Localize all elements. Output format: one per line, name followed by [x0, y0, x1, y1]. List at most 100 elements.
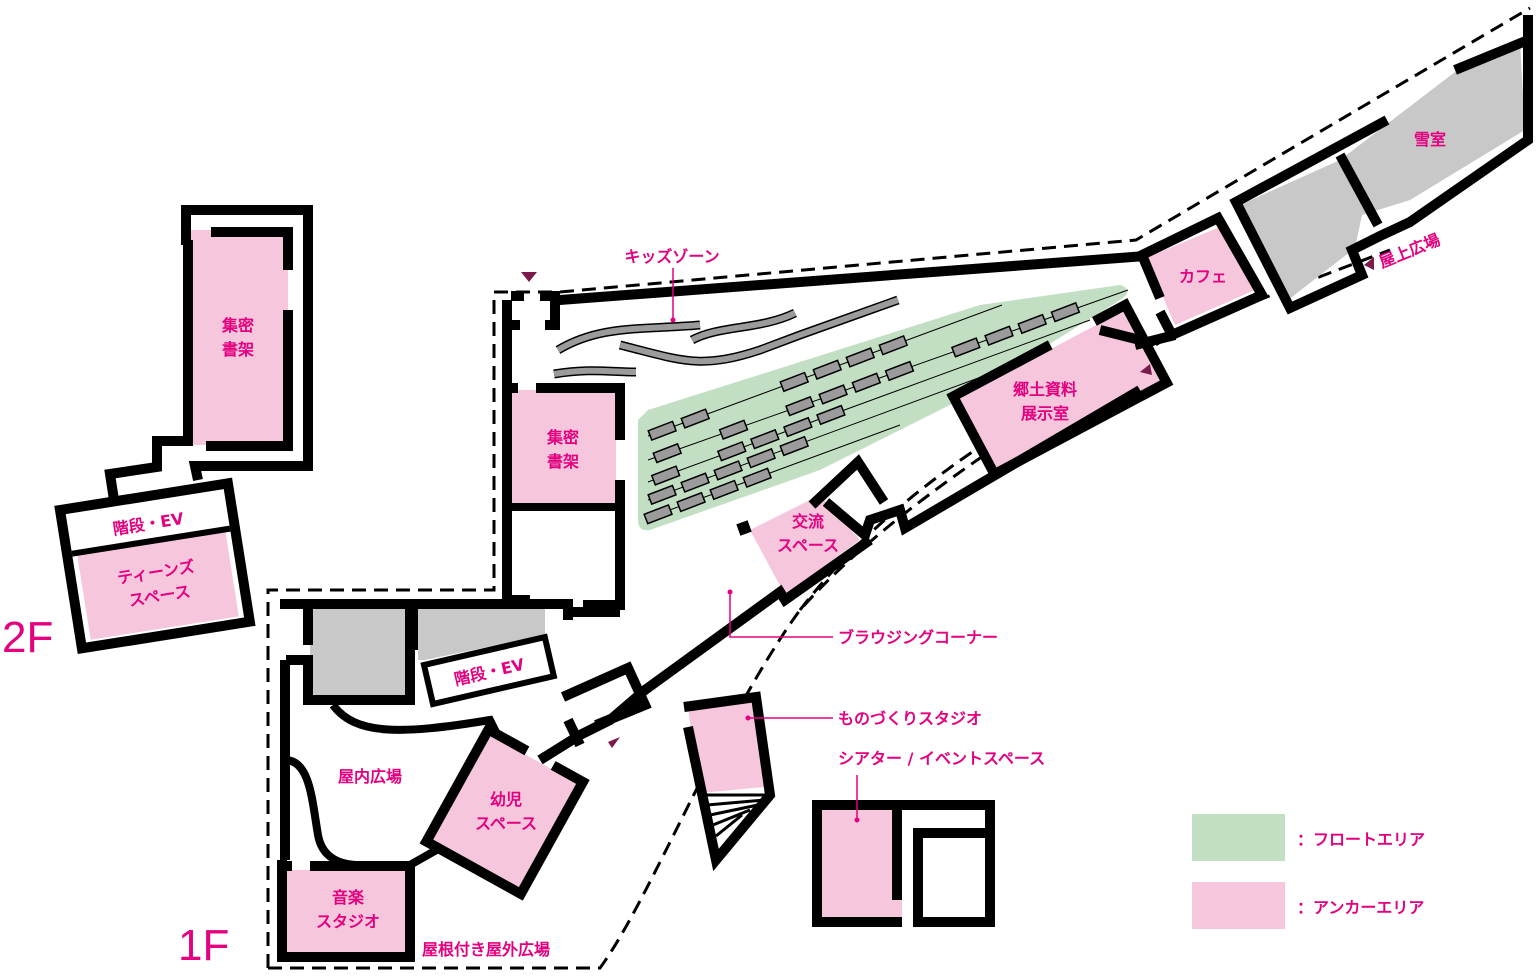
bookshelf: [647, 420, 678, 442]
label-making-studio: ものづくりスタジオ: [838, 709, 982, 728]
wall-sw-top: [280, 599, 620, 620]
room-1f-snow-room[interactable]: [1240, 42, 1525, 300]
wall-stairs-ev: [420, 633, 558, 708]
wall-2f-inner-top: [211, 227, 293, 270]
wall-2f-divider: [71, 525, 231, 557]
legend-swatch-float: [1192, 814, 1285, 861]
bookshelf: [716, 440, 747, 462]
wall-snow-divider: [1335, 152, 1383, 228]
label-music-line1: 音楽: [332, 888, 365, 907]
label-indoor-plaza: 屋内広場: [338, 767, 402, 786]
room-1f-infant-space: [419, 722, 590, 901]
legend-label-float: ：フロートエリア: [1297, 830, 1425, 849]
label-cafe: カフェ: [1179, 267, 1227, 286]
kids-shelf-4-fill: [553, 367, 637, 377]
wall-2f-outer: [181, 205, 313, 482]
bookshelf: [680, 472, 710, 493]
room-1f-making-studio[interactable]: [688, 700, 765, 793]
room-2f-compact-stacks[interactable]: [191, 230, 288, 445]
label-music-line2: スタジオ: [316, 912, 380, 931]
making-studio-stairs: [703, 793, 770, 838]
bookshelf: [816, 404, 846, 426]
floor-2f: 階段・EV ティーンズ スペース 集密 書架 2F: [2, 205, 313, 662]
bookshelf: [680, 408, 711, 429]
entrance-marker-rooftop: [1364, 257, 1374, 270]
site-boundary: [266, 6, 1531, 968]
wall-sw-left: [280, 605, 418, 860]
bookshelf: [652, 442, 683, 464]
bookshelf: [1050, 301, 1081, 323]
label-browsing-corner: ブラウジングコーナー: [838, 628, 998, 647]
label-covered-outdoor-plaza: 屋根付き屋外広場: [422, 940, 550, 959]
room-1f-infant-space-fill[interactable]: [431, 735, 578, 889]
bookshelf: [749, 428, 780, 450]
wall-snow-room: [1229, 15, 1533, 315]
bookshelf: [845, 347, 876, 368]
wall-vestibule: [560, 661, 652, 748]
column: [736, 520, 752, 536]
float-area[interactable]: [638, 285, 1128, 531]
legend-label-anchor: ：アンカーエリア: [1297, 898, 1424, 917]
label-local-archives-line1: 郷土資料: [1013, 380, 1077, 399]
label-exchange-line1: 交流: [792, 512, 824, 531]
room-2f-stairs-teens: 階段・EV ティーンズ スペース: [54, 477, 256, 654]
label-2f-stairs-ev: 階段・EV: [112, 509, 186, 539]
leader-browsing: [729, 592, 833, 638]
wall-2f-stairs-box: [54, 477, 256, 654]
wall-cafe-link: [1098, 325, 1177, 350]
label-infant-line2: スペース: [475, 814, 537, 833]
float-shelves: [643, 289, 1129, 525]
wall-1f-ne-entry: [511, 291, 560, 330]
bookshelf: [950, 337, 981, 358]
room-1f-theater[interactable]: [822, 810, 902, 920]
wall-2f-left: [104, 240, 193, 501]
wall-1f-stacks-right: [583, 480, 625, 610]
label-2f-compact-line2: 書架: [222, 340, 254, 359]
wall-music-studio: [277, 860, 415, 962]
bookshelf: [984, 325, 1014, 346]
bookshelf: [718, 419, 749, 440]
bookshelf: [878, 334, 909, 356]
bookshelf: [782, 416, 813, 438]
leader-dot-browsing: [727, 589, 733, 595]
room-1f-local-archives-fill[interactable]: [955, 310, 1161, 471]
wall-indoor-plaza-curve-top: [329, 702, 504, 742]
bookshelf: [851, 372, 882, 393]
bookshelf: [1017, 313, 1048, 335]
bookshelf: [785, 395, 815, 417]
room-2f-teens-space[interactable]: [76, 529, 239, 640]
wall-2f-inner-right: [206, 310, 293, 451]
room-1f-stairs-ev: 階段・EV: [420, 633, 558, 708]
label-snow-room: 雪室: [1414, 130, 1446, 149]
room-1f-music-studio[interactable]: [287, 870, 407, 955]
room-1f-cafe[interactable]: [1146, 226, 1255, 325]
label-kids-zone: キッズゾーン: [624, 247, 719, 266]
label-2f-compact-line1: 集密: [221, 316, 254, 335]
bookshelf: [746, 447, 777, 469]
room-1f-service-east[interactable]: [418, 605, 545, 660]
kids-shelf-2-fill: [690, 310, 797, 343]
floor-label-1f: 1F: [178, 921, 229, 970]
label-1f-compact-line2: 書架: [547, 452, 579, 471]
wall-theater: [812, 800, 995, 927]
bookshelf: [818, 384, 848, 405]
bookshelf: [713, 460, 744, 481]
room-1f-exchange-space[interactable]: [750, 495, 860, 595]
label-local-archives-line2: 展示室: [1021, 404, 1069, 423]
room-1f-service-west[interactable]: [310, 605, 410, 700]
entrance-marker-north: [521, 272, 537, 282]
bookshelf: [647, 484, 677, 506]
legend: ：フロートエリア ：アンカーエリア: [1192, 814, 1425, 929]
room-1f-compact-stacks[interactable]: [512, 390, 616, 503]
wall-1f-stacks-top: [507, 383, 625, 440]
bookshelf: [650, 465, 681, 486]
label-theater-event-space: シアター / イベントスペース: [838, 749, 1045, 768]
floor-1f: 郷土資料 展示室 カフェ 雪室 屋上広場 交流 スペース ブラウジングコーナー …: [178, 6, 1533, 970]
bookshelf: [676, 491, 707, 513]
wall-exchange: [808, 385, 1143, 544]
bookshelf: [884, 360, 915, 382]
leader-dot-theater: [854, 817, 860, 823]
label-exchange-line2: スペース: [777, 536, 839, 555]
legend-swatch-anchor: [1192, 882, 1285, 929]
